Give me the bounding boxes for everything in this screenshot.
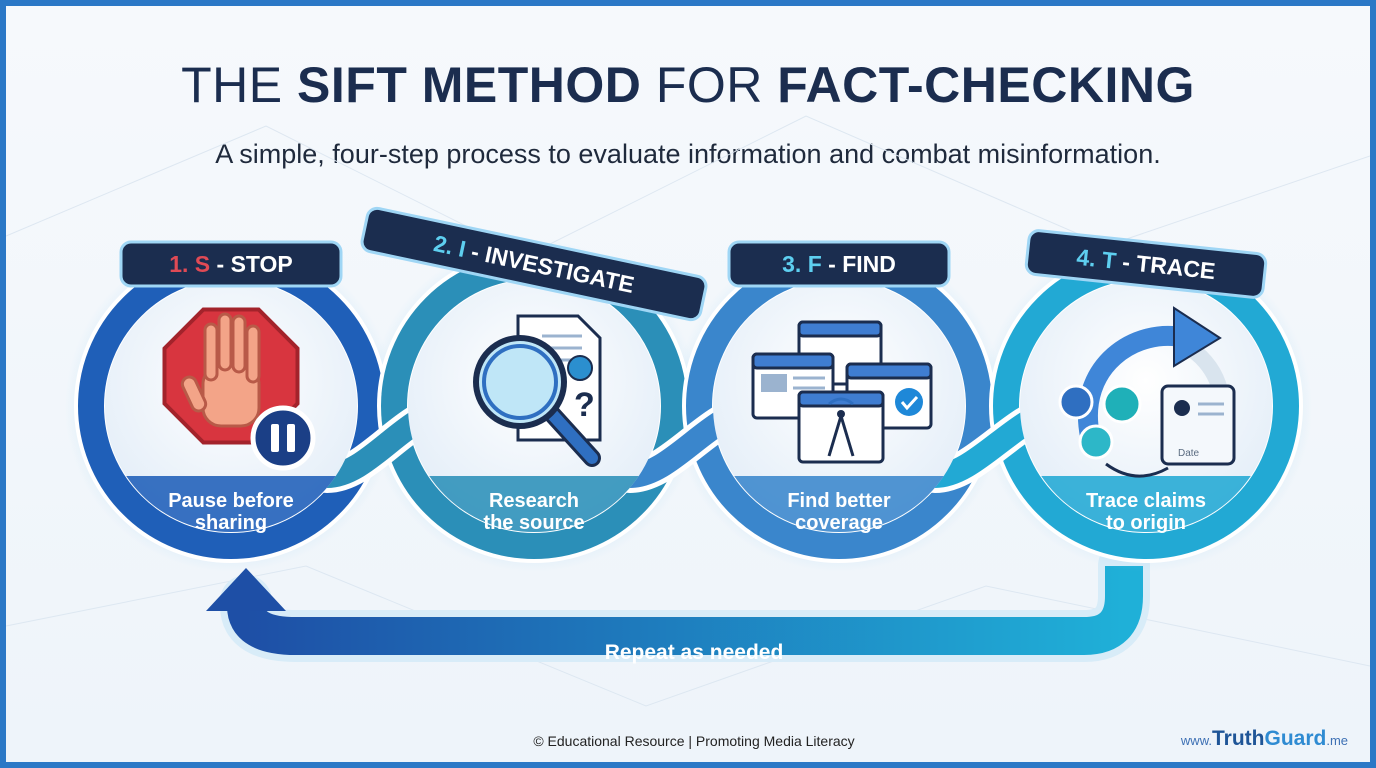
tower-leg xyxy=(827,415,843,457)
hand-thumb xyxy=(180,375,208,413)
comment-icon xyxy=(1078,424,1114,460)
step-letter: 3. F xyxy=(782,251,822,277)
brand-logo: www.TruthGuard.me xyxy=(1180,727,1348,750)
signal-wave xyxy=(828,397,854,406)
magnifier-lens xyxy=(473,335,567,429)
step-caption-line2: sharing xyxy=(195,512,267,534)
pause-icon xyxy=(250,405,316,471)
step-badge-bg xyxy=(360,206,708,322)
page-title: THE SIFT METHOD FOR FACT-CHECKING xyxy=(181,57,1195,113)
trace-arrowhead xyxy=(1173,306,1222,368)
step-badge-bg xyxy=(1024,229,1268,299)
hand-finger xyxy=(203,322,219,382)
repeat-loop: Repeat as needed xyxy=(206,540,1150,664)
repeat-label: Repeat as needed xyxy=(605,641,784,664)
step-badge: 3. F - FIND xyxy=(727,240,951,288)
hand-finger xyxy=(245,324,261,384)
verified-badge-icon xyxy=(895,388,923,416)
stop-hand-icon xyxy=(162,307,316,471)
step-badge-text: 4. T - TRACE xyxy=(1075,244,1216,284)
browser-windows-icon xyxy=(751,320,933,464)
pause-bar xyxy=(271,424,279,452)
share-icon xyxy=(1102,384,1142,424)
step-caption-line1: Find better xyxy=(787,490,891,512)
step-word: - FIND xyxy=(822,251,896,277)
card-date-label: Date xyxy=(1178,448,1200,459)
footer-text: © Educational Resource | Promoting Media… xyxy=(533,733,855,749)
step-badge-text: 1. S - STOP xyxy=(169,251,293,277)
step-caption-line2: to origin xyxy=(1106,512,1186,534)
check-mark xyxy=(900,395,919,411)
step-badge-bg xyxy=(727,240,951,288)
magnifier-handle xyxy=(546,408,598,464)
news-image xyxy=(761,374,787,392)
magnifier-rim xyxy=(482,344,558,420)
repeat-arrowhead xyxy=(206,568,286,611)
page-subtitle: A simple, four-step process to evaluate … xyxy=(215,139,1161,169)
tower-leg xyxy=(839,415,855,457)
step-letter: 4. T xyxy=(1075,244,1117,274)
tower-top xyxy=(837,410,845,418)
pause-bar xyxy=(287,424,295,452)
window-titlebar xyxy=(751,352,835,370)
step-caption-line2: the source xyxy=(483,512,584,534)
question-mark-icon: ? xyxy=(574,386,595,424)
trace-icon: Date xyxy=(1058,306,1236,478)
step-badge-bg xyxy=(119,240,343,288)
globe-icon xyxy=(567,355,593,381)
step-badge-text: 3. F - FIND xyxy=(782,251,896,277)
step-letter: 1. S xyxy=(169,251,210,277)
window-titlebar xyxy=(797,320,883,338)
step-caption-line1: Pause before xyxy=(168,490,294,512)
hand-finger xyxy=(217,312,233,372)
trace-return-line xyxy=(1105,462,1169,478)
step-badge: 4. T - TRACE xyxy=(1024,229,1268,299)
window-broadcast xyxy=(797,390,885,464)
like-icon xyxy=(1058,384,1094,420)
profile-card-icon: Date xyxy=(1160,384,1236,466)
step-word: - STOP xyxy=(210,251,293,277)
window-titlebar xyxy=(845,362,933,380)
card-avatar xyxy=(1174,400,1190,416)
hand-finger xyxy=(231,314,247,374)
step-caption-line1: Trace claims xyxy=(1086,490,1206,512)
step-badge: 1. S - STOP xyxy=(119,240,343,288)
step-caption-line2: coverage xyxy=(795,512,883,534)
magnifier-icon: ? xyxy=(473,314,602,467)
step-caption-line1: Research xyxy=(489,490,579,512)
